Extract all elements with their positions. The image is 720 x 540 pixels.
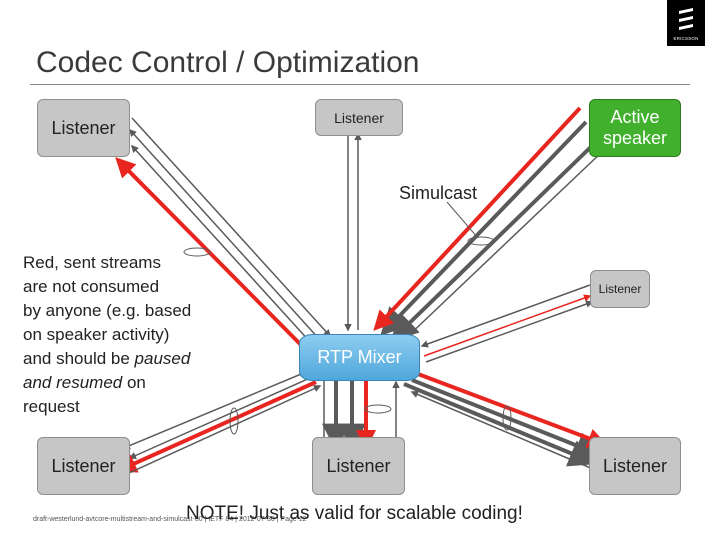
scalable-coding-note: NOTE! Just as valid for scalable coding! (186, 503, 523, 524)
red-note-paused: paused (134, 349, 191, 368)
simulcast-label: Simulcast (399, 183, 478, 203)
rtp-mixer: RTP Mixer (299, 334, 420, 381)
streams-top-mid (344, 132, 362, 332)
red-note-resumed: and resumed (23, 373, 123, 392)
simulcast-bundle-marker (467, 236, 495, 246)
ericsson-logo: ERICSSON (667, 0, 705, 46)
title-divider (30, 84, 690, 85)
streams-right-mid (420, 284, 594, 363)
simulcast-callout-line (446, 201, 479, 239)
bottom-right-bundle-marker (502, 405, 512, 431)
bottom-mid-bundle-marker (364, 404, 392, 414)
logo-text: ERICSSON (673, 36, 699, 41)
listener-bottom-mid: Listener (312, 437, 405, 495)
listener-bottom-right: Listener (589, 437, 681, 495)
listener-bottom-left: Listener (37, 437, 130, 495)
slide-footer: draft-westerlund-avtcore-multistream-and… (33, 516, 307, 523)
red-note-bundle-marker (183, 247, 211, 257)
ericsson-mark-icon (679, 8, 693, 30)
streams-active-speaker (373, 106, 606, 342)
listener-right-mid: Listener (590, 270, 650, 308)
red-streams-note: Red, sent streams are not consumed by an… (23, 251, 243, 419)
listener-top-mid: Listener (315, 99, 403, 136)
bottom-left-bundle-marker (229, 407, 239, 435)
listener-top-left: Listener (37, 99, 130, 157)
streams-bottom-mid (320, 380, 400, 452)
streams-top-left (115, 117, 332, 352)
slide-title: Codec Control / Optimization (36, 46, 420, 79)
active-speaker: Active speaker (589, 99, 681, 157)
streams-bottom-right (403, 372, 608, 473)
streams-bottom-left (116, 371, 322, 479)
red-note-text-1: Red, sent streams are not consumed by an… (23, 253, 192, 368)
red-note-text-2: on request (23, 373, 146, 416)
